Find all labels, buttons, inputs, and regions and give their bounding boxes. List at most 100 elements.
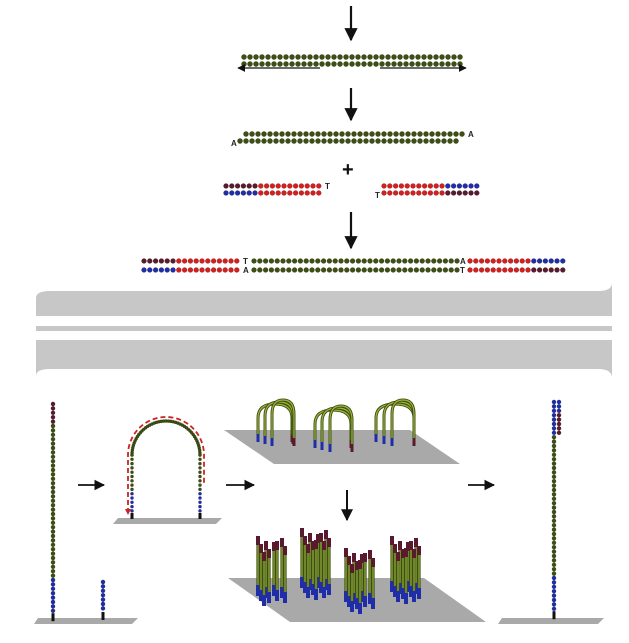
bead	[198, 509, 202, 513]
strand-highlight	[284, 554, 286, 593]
strand-highlight	[405, 556, 407, 594]
flowcell-panel-1	[34, 401, 138, 624]
bead	[100, 592, 106, 598]
bead	[198, 487, 202, 492]
strand-foot	[344, 591, 348, 602]
bead	[410, 183, 416, 189]
bead	[100, 597, 106, 602]
bead	[556, 421, 562, 427]
bead	[361, 267, 367, 273]
bound-template-strand	[50, 401, 56, 622]
ligated-library	[141, 258, 566, 273]
bead	[50, 520, 56, 526]
bead	[474, 183, 480, 189]
bead	[556, 426, 562, 431]
bead	[338, 267, 344, 273]
bead	[425, 258, 431, 264]
bead	[357, 131, 363, 137]
bead	[405, 131, 411, 137]
bead	[351, 138, 357, 144]
bead	[403, 54, 409, 60]
bead	[187, 267, 194, 273]
bead	[551, 461, 557, 466]
bead	[199, 258, 205, 264]
bead	[496, 258, 502, 264]
strand-cap	[406, 542, 410, 551]
adapter-end	[292, 438, 296, 446]
bead	[240, 190, 247, 196]
strand-cap	[350, 564, 354, 573]
strand-cap	[272, 542, 276, 551]
strand-cap	[306, 544, 310, 553]
bead	[50, 419, 56, 424]
adapter-end	[320, 442, 324, 450]
bead	[551, 470, 557, 475]
bead	[459, 131, 465, 137]
bead	[275, 190, 281, 196]
strand-highlight	[359, 568, 361, 604]
strand-foot	[308, 579, 312, 590]
strand-cap	[262, 552, 266, 561]
bead	[396, 258, 402, 264]
bead	[298, 190, 305, 196]
bead	[247, 54, 253, 60]
adapter-end	[313, 440, 317, 448]
bead	[50, 599, 56, 605]
bead	[240, 183, 247, 189]
strand-foot	[358, 603, 362, 614]
strand-foot	[347, 596, 351, 607]
bead	[100, 606, 106, 611]
bead	[551, 452, 557, 458]
strand-highlight	[257, 544, 259, 586]
bead	[556, 404, 562, 409]
bead	[297, 138, 303, 144]
bead	[551, 465, 557, 471]
bead	[551, 456, 557, 462]
fragmented-insert	[241, 54, 463, 67]
strand-cap	[396, 552, 400, 561]
bead	[325, 54, 331, 60]
bead	[450, 190, 457, 196]
strand-highlight	[351, 572, 353, 602]
bead	[445, 54, 451, 60]
bead	[427, 54, 433, 60]
bead	[316, 190, 322, 196]
bead	[421, 54, 427, 60]
strand-cap	[256, 536, 260, 545]
bead	[279, 138, 285, 144]
strand-foot	[414, 583, 418, 594]
strand-cap	[352, 553, 356, 562]
bead	[130, 461, 134, 466]
bead	[447, 138, 453, 144]
bead	[413, 267, 420, 273]
bead	[451, 54, 457, 60]
adapter-end	[412, 438, 416, 446]
bead	[50, 582, 56, 587]
bead	[234, 267, 240, 273]
strand-cap	[401, 549, 405, 558]
bead	[205, 267, 211, 273]
bead	[257, 258, 263, 264]
bead	[210, 267, 217, 273]
bead	[369, 138, 375, 144]
bead	[402, 258, 408, 264]
bead	[551, 571, 557, 576]
bead	[50, 529, 56, 534]
strand-highlight	[391, 544, 393, 582]
bead	[390, 258, 396, 264]
bead	[252, 190, 258, 196]
bead	[147, 267, 153, 273]
bead	[496, 267, 502, 273]
bead	[50, 472, 56, 477]
bead	[429, 131, 435, 137]
bead	[551, 575, 557, 581]
strand-foot	[306, 587, 310, 598]
bead	[50, 551, 56, 556]
bead	[50, 423, 56, 429]
bead	[402, 267, 408, 273]
strand-cap	[409, 541, 413, 550]
bead	[415, 54, 421, 60]
bead	[269, 183, 276, 189]
bead	[50, 608, 56, 614]
bead	[436, 258, 443, 264]
